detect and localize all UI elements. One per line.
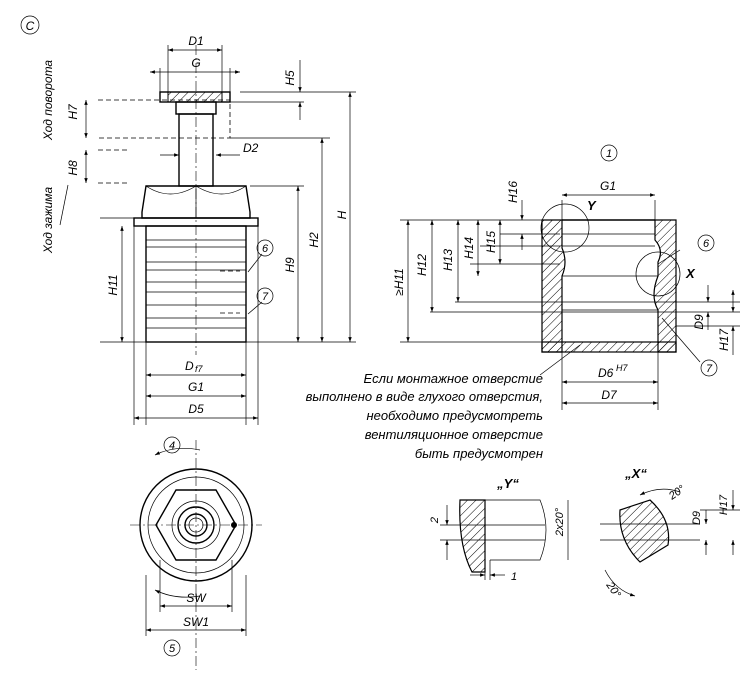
dim-h11: H11 — [106, 274, 120, 295]
svg-text:5: 5 — [169, 643, 176, 655]
note-line-1: Если монтажное отверстие — [363, 371, 543, 386]
dim-h17: H17 — [717, 328, 731, 351]
callout-7-right: 7 — [700, 359, 718, 377]
dim-d6: D6 — [598, 366, 614, 380]
detail-x-angle-top: 20° — [666, 483, 688, 503]
detail-x-h17: H17 — [718, 494, 730, 515]
dim-h15: H15 — [484, 231, 498, 253]
detail-marker-x: X — [685, 266, 696, 281]
dim-g1-hole: G1 — [600, 179, 616, 193]
svg-text:6: 6 — [703, 238, 710, 250]
dim-d5: D5 — [188, 402, 204, 416]
svg-text:4: 4 — [169, 440, 175, 452]
dim-h: H — [335, 210, 349, 219]
clamp-side-view — [98, 45, 356, 425]
svg-text:7: 7 — [706, 363, 713, 375]
blind-hole-note: Если монтажное отверстие выполнено в вид… — [306, 371, 544, 461]
label-clamping-stroke: Ход зажима — [41, 187, 55, 255]
dim-d1: D1 — [188, 34, 203, 48]
main-dimensions — [59, 48, 352, 420]
detail-y-dim-2x20: 2x20° — [554, 507, 566, 537]
callout-6-right: 6 — [697, 234, 715, 252]
clamp-top-view — [130, 440, 262, 670]
detail-y-labels: 2 2x20° 1 — [429, 507, 566, 583]
callout-7-left: 7 — [256, 287, 274, 305]
view-letter-c: C — [20, 15, 40, 35]
dim-df7: D — [185, 359, 194, 373]
svg-text:7: 7 — [262, 291, 269, 303]
note-line-3: необходимо предусмотреть — [366, 408, 543, 423]
dim-g1: G1 — [188, 380, 204, 394]
thread-grooves — [146, 239, 246, 329]
detail-y-dim-2: 2 — [429, 517, 441, 524]
detail-y: „Y“ — [440, 476, 569, 580]
dim-h14: H14 — [462, 237, 476, 259]
top-view-labels: SW SW1 — [183, 591, 209, 629]
dim-d2: D2 — [243, 141, 259, 155]
detail-x-d9: D9 — [691, 511, 703, 525]
svg-text:6: 6 — [262, 243, 269, 255]
dim-d9: D9 — [692, 314, 706, 330]
dim-sw: SW — [186, 591, 207, 605]
dim-h9: H9 — [283, 257, 297, 273]
dim-h7: H7 — [66, 103, 80, 120]
main-dimension-labels: D1 G D2 H5 H7 H8 H H2 H9 H11 D f7 G1 D5 … — [41, 34, 349, 416]
detail-x: „X“ — [600, 466, 740, 597]
svg-text:1: 1 — [606, 148, 612, 160]
hole-dimension-labels: G1 Y X H16 H15 H14 H13 H12 ≥H11 D9 H17 D… — [392, 179, 731, 402]
dim-sw1: SW1 — [183, 615, 209, 629]
detail-x-angle-bottom: 20° — [603, 579, 623, 601]
dim-d7: D7 — [601, 388, 618, 402]
dim-g: G — [191, 56, 200, 70]
label-rotation-stroke: Ход поворота — [41, 60, 55, 142]
note-line-5: быть предусмотрен — [415, 446, 543, 461]
dim-h13: H13 — [441, 249, 455, 271]
callout-5: 5 — [163, 639, 181, 657]
dim-d6-tol: H7 — [616, 363, 628, 373]
mounting-hole-section — [400, 193, 740, 410]
view-letter-text: C — [26, 19, 35, 33]
detail-y-dim-1: 1 — [511, 571, 517, 583]
dim-h2: H2 — [307, 232, 321, 248]
dim-h5: H5 — [283, 70, 297, 86]
callout-6-left: 6 — [256, 239, 274, 257]
dim-df7-sub: f7 — [195, 364, 204, 374]
callout-4: 4 — [163, 436, 181, 454]
detail-x-title: „X“ — [624, 466, 647, 481]
detail-y-title: „Y“ — [496, 476, 519, 491]
dim-h16: H16 — [506, 181, 520, 203]
dim-ge-h11: ≥H11 — [392, 268, 406, 296]
dim-h12: H12 — [415, 254, 429, 276]
detail-marker-y: Y — [587, 198, 597, 213]
note-line-4: вентиляционное отверстие — [365, 427, 543, 442]
dim-h8: H8 — [66, 160, 80, 176]
note-line-2: выполнено в виде глухого отверстия, — [306, 389, 543, 404]
callout-1: 1 — [600, 144, 618, 162]
